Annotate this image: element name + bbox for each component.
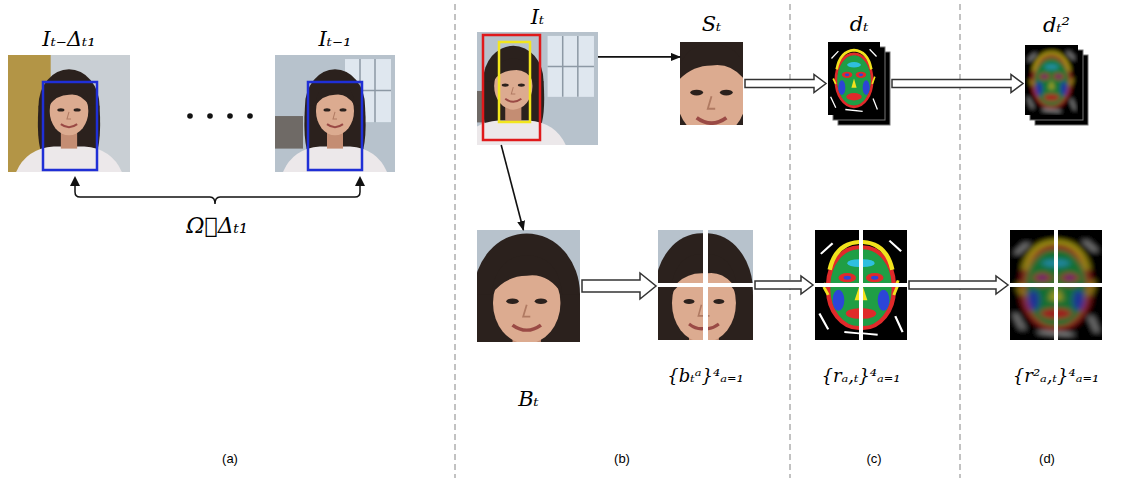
- panel-letter: (d): [1039, 452, 1055, 466]
- block-difference-tiles: [815, 230, 907, 340]
- block-arrow: [582, 273, 656, 299]
- panel-heading: Iₜ₋Δₜ₁: [42, 28, 95, 51]
- panel-letter: (c): [866, 452, 881, 466]
- panel-heading: {bₜᵃ}⁴ₐ₌₁: [667, 366, 743, 386]
- image-panel: dₜ²: [1025, 45, 1088, 125]
- block-arrow: [892, 75, 1023, 93]
- image-panel: Bₜ: [477, 230, 580, 342]
- difference-map-stack: [828, 42, 890, 125]
- block-tiles: [621, 211, 837, 400]
- bounding-crop: [434, 210, 676, 405]
- bracket-label: Ω⃗Δₜ₁: [186, 214, 248, 238]
- block-arrow: [909, 276, 1008, 294]
- image-panel: {bₜᵃ}⁴ₐ₌₁: [658, 230, 753, 340]
- panel-letter: (b): [614, 452, 630, 466]
- panel-heading: Iₜ: [531, 6, 544, 29]
- arrow-line: [598, 56, 680, 58]
- panel-heading: dₜ: [850, 13, 869, 36]
- panel-heading: dₜ²: [1043, 14, 1070, 37]
- arrow-line: [501, 145, 523, 230]
- panel-heading: Sₜ: [702, 13, 722, 36]
- block-squared-tiles: [1010, 230, 1102, 340]
- block-arrow: [745, 75, 826, 93]
- panel-heading: Iₜ₋₁: [319, 28, 352, 51]
- image-panel: Iₜ: [477, 32, 598, 145]
- block-arrow: [755, 276, 813, 294]
- panel-letter: (a): [222, 452, 238, 466]
- image-panel: Iₜ₋₁: [275, 55, 395, 172]
- squared-map-stack: [1025, 45, 1088, 125]
- image-panel: dₜ: [828, 42, 890, 125]
- frame-photo: [275, 55, 395, 172]
- frame-photo: [8, 55, 130, 172]
- image-panel: Iₜ₋Δₜ₁: [8, 55, 130, 172]
- current-frame-photo: [461, 32, 598, 145]
- image-panel: Sₜ: [680, 42, 743, 125]
- image-panel: {rₐ,ₜ}⁴ₐ₌₁: [815, 230, 907, 340]
- ellipsis-dots: [187, 113, 253, 119]
- panel-heading: {r²ₐ,ₜ}⁴ₐ₌₁: [1013, 366, 1099, 386]
- panel-heading: Bₜ: [518, 388, 539, 411]
- panel-heading: {rₐ,ₜ}⁴ₐ₌₁: [821, 366, 900, 386]
- image-panel: {r²ₐ,ₜ}⁴ₐ₌₁: [1010, 230, 1102, 340]
- bracket: [70, 176, 365, 204]
